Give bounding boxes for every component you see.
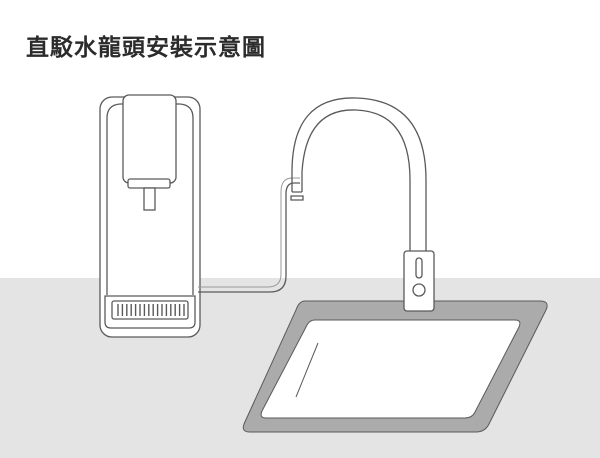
faucet-knob	[412, 283, 426, 297]
connection-tube	[198, 182, 300, 293]
sink	[242, 300, 548, 433]
drip-tray	[111, 300, 189, 320]
faucet-lever	[415, 257, 423, 279]
drip-tray-grille	[117, 304, 185, 316]
sink-shadow-line	[295, 342, 319, 398]
water-dispenser	[99, 94, 201, 338]
sink-basin	[260, 319, 521, 419]
connection-tube-inner	[198, 177, 300, 288]
page-title: 直駁水龍頭安裝示意圖	[26, 35, 266, 61]
faucet	[290, 97, 435, 312]
faucet-body	[403, 250, 435, 312]
